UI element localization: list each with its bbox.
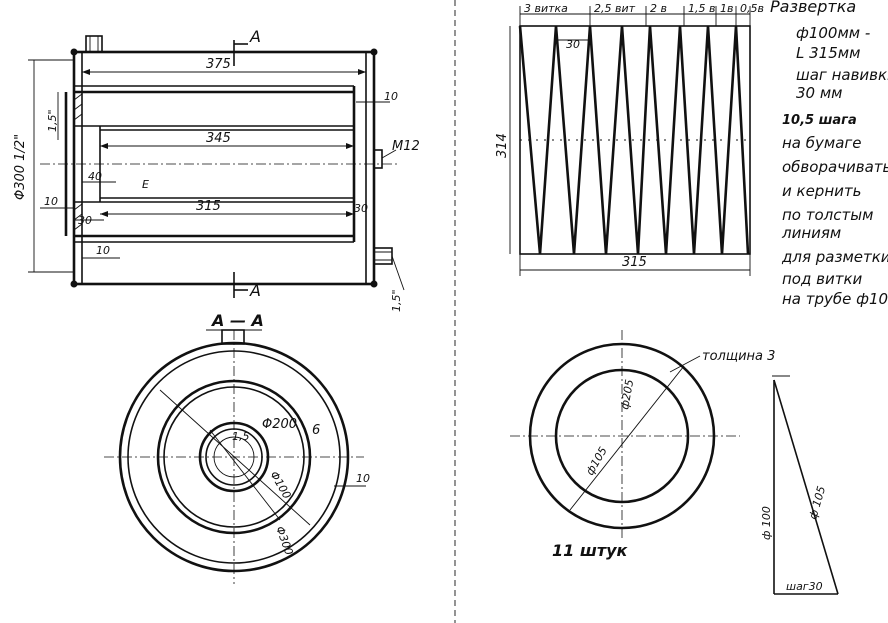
- development-note-line: обворачивать: [782, 158, 888, 176]
- dim-phi100: Φ100: [267, 469, 293, 501]
- top-fitting: [85, 35, 103, 53]
- dim-phi200: Φ200: [262, 417, 297, 432]
- thread-fitting: [373, 149, 383, 169]
- corner-bolt: [70, 280, 78, 288]
- dim-1-5-bottom: 1,5": [390, 289, 403, 312]
- dim-6: 6: [312, 423, 320, 438]
- dim-1-5-aa: 1,5: [232, 430, 250, 443]
- development-note-line: шаг навивки: [796, 66, 888, 84]
- cut-mark-bottom: A: [249, 281, 261, 300]
- development-note-line: и кернить: [782, 182, 861, 200]
- dim-e: E: [142, 178, 149, 191]
- development-note-line: на бумаге: [782, 134, 862, 152]
- cut-mark-top: A: [249, 27, 261, 46]
- dim-1-5-left: 1,5": [46, 109, 59, 132]
- dim-phi300: Φ300 1/2": [13, 134, 28, 200]
- development-note-line: линиям: [781, 224, 841, 242]
- dim-ring-inner: ф105: [583, 445, 609, 478]
- dim-30: 30: [566, 38, 580, 51]
- development-note-line: L 315мм: [796, 44, 860, 62]
- ring-count: 11 штук: [552, 541, 629, 560]
- dim-wall-bottom: 10: [96, 244, 110, 257]
- dim-wall-left: 10: [44, 195, 58, 208]
- dim-height: 314: [495, 133, 510, 158]
- ring-thickness-label: толщина 3: [702, 349, 775, 364]
- ring-part: ф205 ф105 толщина 3 11 штук: [510, 330, 775, 560]
- dim-10-aa: 10: [356, 472, 370, 485]
- corner-bolt: [370, 48, 378, 56]
- development-note-line: по толстым: [782, 206, 873, 224]
- dim-step: шаг30: [786, 580, 823, 593]
- dim-wall-top: 10: [384, 90, 398, 103]
- development-note-line: на трубе ф100: [782, 290, 888, 308]
- top-fitting-aa: [221, 329, 245, 345]
- top-dim-label: 0,5в: [740, 2, 764, 15]
- dim-width: 315: [622, 255, 647, 270]
- development-note-line: под витки: [782, 270, 863, 288]
- cross-section-aa: А — А Φ200 6 Φ100 Φ300 1,5 10: [104, 311, 370, 584]
- section-aa-title: А — А: [210, 311, 264, 330]
- dim-30-left: 30: [78, 214, 92, 227]
- thread-label: M12: [392, 139, 420, 154]
- longitudinal-section-view: A A 375 345 315 10 10 10 40 E 30: [13, 27, 420, 312]
- outer-shell: [72, 50, 376, 286]
- dim-phi300-aa: Φ300: [273, 525, 295, 557]
- development-note-line: 10,5 шага: [782, 113, 857, 128]
- development-note-line: 30 мм: [796, 84, 843, 102]
- dim-mid-length: 345: [206, 131, 231, 146]
- bottom-fitting: [373, 247, 393, 265]
- dim-30-right: 30: [354, 202, 368, 215]
- dim-inner-length: 315: [196, 199, 221, 214]
- top-dim-label: 2,5 вит: [594, 2, 636, 15]
- development-note-line: ф100мм -: [796, 24, 870, 42]
- helix-lines: [518, 25, 750, 255]
- dim-ring-outer: ф205: [618, 378, 636, 410]
- top-dim-label: 1в: [720, 2, 733, 15]
- dim-40: 40: [88, 170, 102, 183]
- corner-bolt: [370, 280, 378, 288]
- development-title: Развертка: [770, 0, 856, 16]
- dim-100: ф 100: [760, 506, 773, 540]
- development-note-line: для разметки: [781, 248, 888, 266]
- corner-bolt: [70, 48, 78, 56]
- dim-105: ф 105: [806, 485, 828, 521]
- top-dim-label: 1,5 в: [688, 2, 715, 15]
- helix-triangle: ф 100 ф 105 шаг30: [760, 375, 839, 595]
- dim-outer-length: 375: [206, 57, 231, 72]
- top-dim-label: 2 в: [650, 2, 667, 15]
- top-dim-label: 3 витка: [524, 2, 568, 15]
- weld-hatching: [73, 93, 83, 231]
